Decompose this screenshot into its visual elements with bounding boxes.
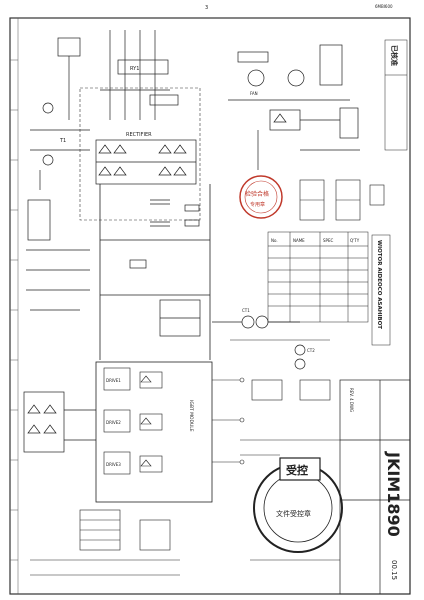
igbt-leg-1 [103,367,163,391]
rectifier-dashed-boundary [79,87,201,221]
igbt-leg-3 [103,451,163,475]
red-stamp-top: 检验合格 [245,190,269,198]
lower-left-module [23,391,96,453]
rectifier-label: RECTIFIER [126,132,152,138]
current-transformers [212,315,306,370]
transformer-label: T1 [59,138,66,144]
company-name: WIOTOR AIDEOCO ASAHIBOT [376,240,382,329]
rectifier-bridge [95,139,197,185]
supply-input-section [26,37,90,311]
relay-label: RY1 [130,66,139,72]
control-circuit-top-right [228,44,360,170]
table-header-spec: SPEC [323,238,333,243]
stamp-area-wiring [230,339,340,561]
igbt-leg-2 [103,409,163,433]
outer-border [9,17,411,595]
title-block [339,379,411,595]
control-blocks-right [299,179,385,221]
right-edge-strip [384,39,408,151]
company-block: WIOTOR AIDEOCO ASAHIBOT [371,234,391,346]
output-terminals [212,377,245,465]
inverter-label: IGBT MODULE [188,400,194,432]
table-header-name: NAME [293,238,305,243]
black-stamp-center: 受控 [286,463,308,477]
table-header-qty: Q'TY [350,238,360,243]
driver-2-label: DRIVE2 [106,420,121,425]
ct2-label: CT2 [307,348,315,353]
black-control-stamp: 受控 文件受控章 [253,457,343,553]
bottom-notes: REV. 4 DWG [349,388,354,412]
page-number: 3 [205,5,208,11]
driver-1-label: DRIVE1 [106,378,121,383]
ct1-label: CT1 [242,308,250,313]
igbt-module-frame [95,361,213,503]
corner-code: 6MBI600 [375,4,393,9]
red-stamp-bottom: 专用章 [250,201,265,208]
parts-table [267,231,369,323]
bottom-left-connectors [30,509,180,576]
approval-text: 已核准 [390,45,399,66]
contactor-block [100,30,179,120]
table-header-no: No. [271,238,278,243]
left-index-ticks [10,59,18,561]
driver-3-label: DRIVE3 [106,462,121,467]
fan-label: FAN [250,91,258,96]
black-stamp-ring: 文件受控章 [276,509,311,518]
dc-bus [99,184,211,360]
drawing-number: JKIM1890 [384,451,403,537]
sub-number: 00.15 [390,560,398,580]
red-inspection-stamp: 检验合格 专用章 [239,175,283,219]
capacitor-cluster [129,199,201,337]
